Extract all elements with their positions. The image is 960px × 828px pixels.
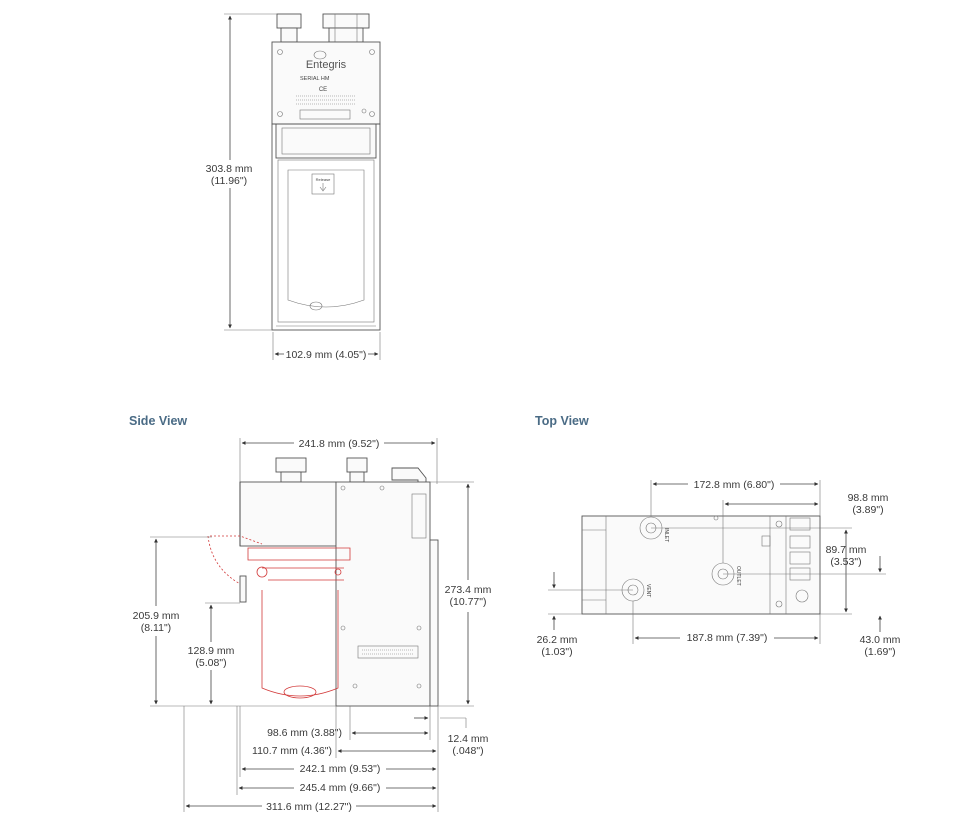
top-dim-mid-in: (3.53") <box>830 556 861 568</box>
top-dim-left-in: (1.03") <box>541 646 572 658</box>
side-canister-outline <box>207 535 351 699</box>
top-view: INLET OUTLET VENT 172.8 mm (6.80") 98.8 … <box>537 478 901 658</box>
side-bottom-d1: 98.6 mm (3.88") <box>267 727 342 739</box>
side-view: 241.8 mm (9.52") <box>133 436 492 813</box>
top-body <box>581 515 821 615</box>
front-height-mm: 303.8 mm <box>206 163 253 175</box>
front-view: Entegris SERIAL HM CE Release 303.8 mm (… <box>206 13 381 361</box>
brand-logo-icon <box>313 50 327 60</box>
release-label: Release <box>316 177 331 182</box>
top-dim-right-in: (3.89") <box>852 504 883 516</box>
side-top-width: 241.8 mm (9.52") <box>299 438 380 450</box>
top-dim-mid-mm: 89.7 mm <box>826 544 867 556</box>
top-dim-top: 172.8 mm (6.80") <box>694 479 775 491</box>
top-view-heading: Top View <box>535 414 589 428</box>
ce-mark: CE <box>319 87 327 93</box>
front-model: SERIAL HM <box>300 76 330 82</box>
side-bottom-d3: 242.1 mm (9.53") <box>300 763 381 775</box>
top-dim-br-mm: 43.0 mm <box>860 634 901 646</box>
top-dim-bottom: 187.8 mm (7.39") <box>687 632 768 644</box>
label-vent: VENT <box>645 584 651 597</box>
side-left-outer-mm: 205.9 mm <box>133 610 180 622</box>
top-dim-left-mm: 26.2 mm <box>537 634 578 646</box>
top-dim-right-mm: 98.8 mm <box>848 492 889 504</box>
side-left-inner-in: (5.08") <box>195 657 226 669</box>
top-dim-br-in: (1.69") <box>864 646 895 658</box>
front-width: 102.9 mm (4.05") <box>286 349 367 361</box>
side-small-mm: 12.4 mm <box>448 733 489 745</box>
side-bottom-d4: 245.4 mm (9.66") <box>300 782 381 794</box>
side-head <box>239 481 337 547</box>
front-fittings <box>276 13 370 43</box>
side-view-heading: Side View <box>129 414 187 428</box>
label-inlet: INLET <box>663 528 669 542</box>
side-main-body <box>335 481 431 707</box>
front-height-in: (11.96") <box>211 175 247 187</box>
side-small-in: (.048") <box>452 745 483 757</box>
side-right-height-in: (10.77") <box>450 596 487 608</box>
side-left-outer-in: (8.11") <box>141 622 171 634</box>
front-brand: Entegris <box>306 59 347 71</box>
side-bottom-d2: 110.7 mm (4.36") <box>252 745 332 757</box>
release-latch <box>311 173 335 195</box>
side-right-height-mm: 273.4 mm <box>445 584 492 596</box>
front-body <box>271 123 381 331</box>
front-bracket <box>275 123 377 159</box>
side-left-inner-mm: 128.9 mm <box>188 645 235 657</box>
side-bottom-d5: 311.6 mm (12.27") <box>266 801 352 813</box>
label-outlet: OUTLET <box>735 566 741 586</box>
